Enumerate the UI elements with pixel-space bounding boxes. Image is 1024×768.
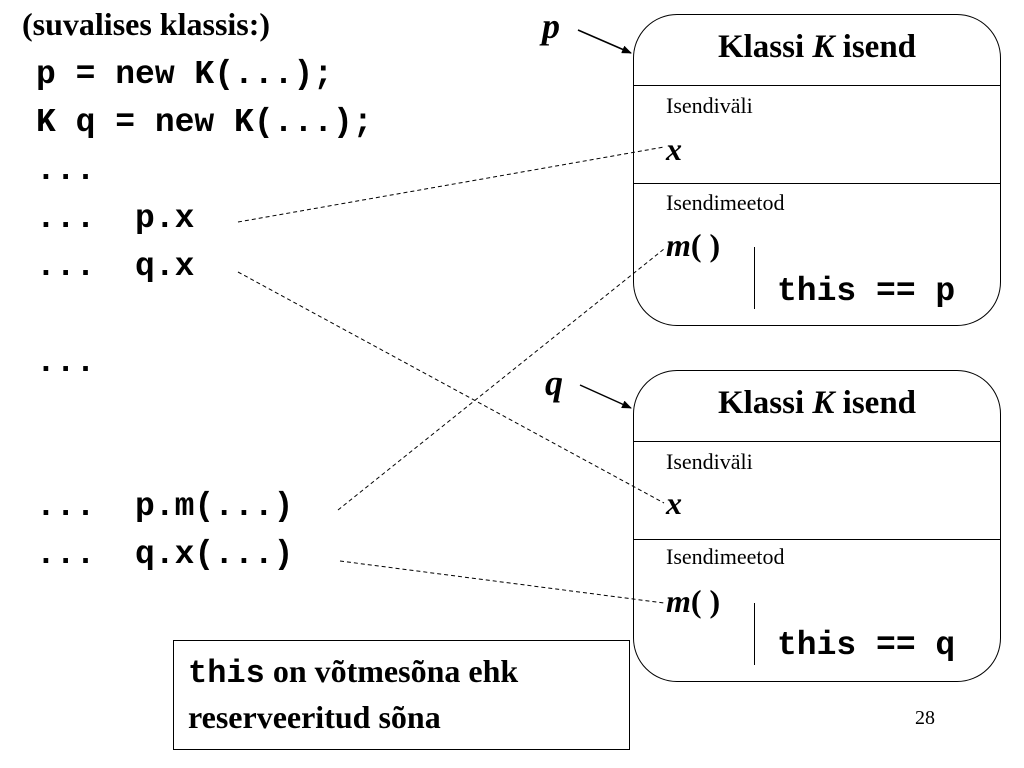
- note-line-1: this on võtmesõna ehk: [188, 653, 518, 692]
- code-line-1: p = new K(...);: [36, 56, 334, 93]
- page-number: 28: [915, 707, 935, 729]
- note-text-1: on võtmesõna ehk: [264, 653, 519, 689]
- code-line-8: ... q.x(...): [36, 536, 294, 573]
- var-label-p: p: [542, 6, 560, 46]
- vertical-bar: [754, 603, 755, 665]
- instance-title: Klassi K isend: [717, 385, 917, 421]
- divider: [634, 539, 1000, 540]
- instance-box-q: Klassi K isend Isendiväli x Isendimeetod…: [633, 370, 1001, 682]
- arrow-q: [579, 384, 632, 409]
- this-equals-p: this == p: [777, 273, 956, 310]
- arrow-p: [577, 29, 632, 54]
- heading: (suvalises klassis:): [22, 6, 271, 42]
- instance-box-p: Klassi K isend Isendiväli x Isendimeetod…: [633, 14, 1001, 326]
- field-x: x: [666, 485, 682, 521]
- code-line-2: K q = new K(...);: [36, 104, 373, 141]
- note-box: this on võtmesõna ehk reserveeritud sõna: [173, 640, 630, 750]
- method-m: m( ): [666, 227, 721, 263]
- divider: [634, 85, 1000, 86]
- note-line-2: reserveeritud sõna: [188, 699, 441, 735]
- dash-qx-call-to-method: [339, 560, 665, 604]
- field-x: x: [666, 131, 682, 167]
- code-line-4: ... p.x: [36, 200, 195, 237]
- code-line-3: ...: [36, 152, 96, 189]
- dash-px-to-field: [237, 146, 665, 223]
- vertical-bar: [754, 247, 755, 309]
- code-line-7: ... p.m(...): [36, 488, 294, 525]
- dash-qx-to-field: [237, 271, 665, 504]
- dash-pm-to-method: [337, 248, 665, 511]
- code-line-5: ... q.x: [36, 248, 195, 285]
- field-section-label: Isendiväli: [666, 449, 753, 474]
- divider: [634, 441, 1000, 442]
- code-line-6: ...: [36, 344, 96, 381]
- this-equals-q: this == q: [777, 627, 956, 664]
- method-section-label: Isendimeetod: [666, 544, 785, 569]
- instance-title: Klassi K isend: [717, 29, 917, 65]
- method-m: m( ): [666, 583, 721, 619]
- field-section-label: Isendiväli: [666, 93, 753, 118]
- method-section-label: Isendimeetod: [666, 190, 785, 215]
- note-keyword: this: [188, 655, 265, 692]
- divider: [634, 183, 1000, 184]
- var-label-q: q: [545, 363, 563, 403]
